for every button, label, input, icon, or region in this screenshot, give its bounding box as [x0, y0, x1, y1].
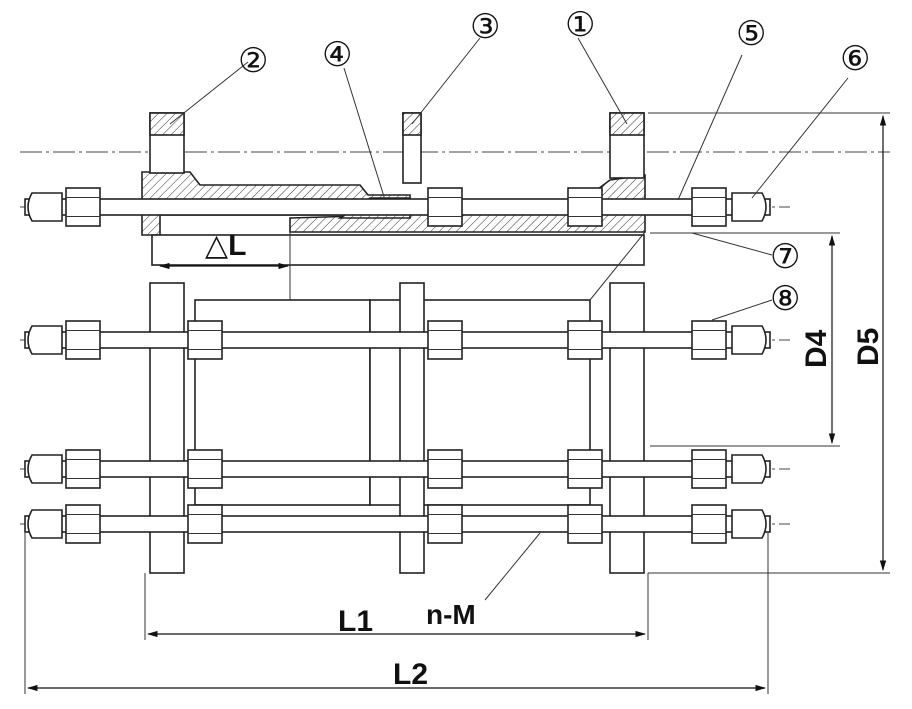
hex-nut	[567, 449, 603, 489]
delta-l-label: △L	[205, 229, 246, 262]
hex-nut	[187, 504, 223, 544]
bolt-cap	[731, 454, 767, 484]
callout-6: ⑥	[840, 39, 870, 79]
callout-8: ⑧	[770, 279, 800, 319]
hex-nut	[427, 320, 463, 360]
callout-1: ①	[565, 5, 595, 45]
leader-lines	[169, 37, 849, 601]
hex-nut	[691, 449, 727, 489]
hex-nut	[65, 504, 101, 544]
hex-nut	[427, 449, 463, 489]
hex-nut	[65, 187, 101, 227]
l2-label: L2	[393, 658, 428, 691]
callout-7: ⑦	[770, 237, 800, 277]
dimension-labels: △L D4 D5 L1 L2 n-M	[205, 229, 885, 691]
callout-3: ③	[470, 7, 500, 47]
d4-label: D4	[800, 329, 833, 368]
hex-nut	[567, 320, 603, 360]
hex-nut	[691, 320, 727, 360]
callout-2: ②	[238, 41, 268, 81]
bolt-cap	[27, 325, 63, 355]
bolt-cap	[27, 192, 63, 222]
hex-nut	[65, 449, 101, 489]
bolt-cap	[27, 509, 63, 539]
n-m-label: n-M	[426, 599, 476, 630]
bolt-cap	[27, 454, 63, 484]
callout-labels: ① ② ③ ④ ⑤ ⑥ ⑦ ⑧	[238, 5, 870, 319]
hex-nut	[187, 320, 223, 360]
callout-4: ④	[322, 35, 352, 75]
hex-nut	[427, 187, 463, 227]
hex-nut	[691, 187, 727, 227]
bolt-cap	[731, 509, 767, 539]
l1-label: L1	[338, 605, 373, 638]
hex-nut	[427, 504, 463, 544]
bolt-cap	[731, 325, 767, 355]
flange-tabs	[149, 112, 645, 184]
hex-nut	[567, 504, 603, 544]
hex-nut	[567, 187, 603, 227]
hex-nut	[187, 449, 223, 489]
callout-5: ⑤	[736, 14, 766, 54]
d5-label: D5	[852, 328, 885, 366]
bolt-cap	[731, 192, 767, 222]
nuts	[27, 187, 767, 544]
dimension-lines	[24, 112, 890, 694]
hex-nut	[65, 320, 101, 360]
hex-nut	[691, 504, 727, 544]
